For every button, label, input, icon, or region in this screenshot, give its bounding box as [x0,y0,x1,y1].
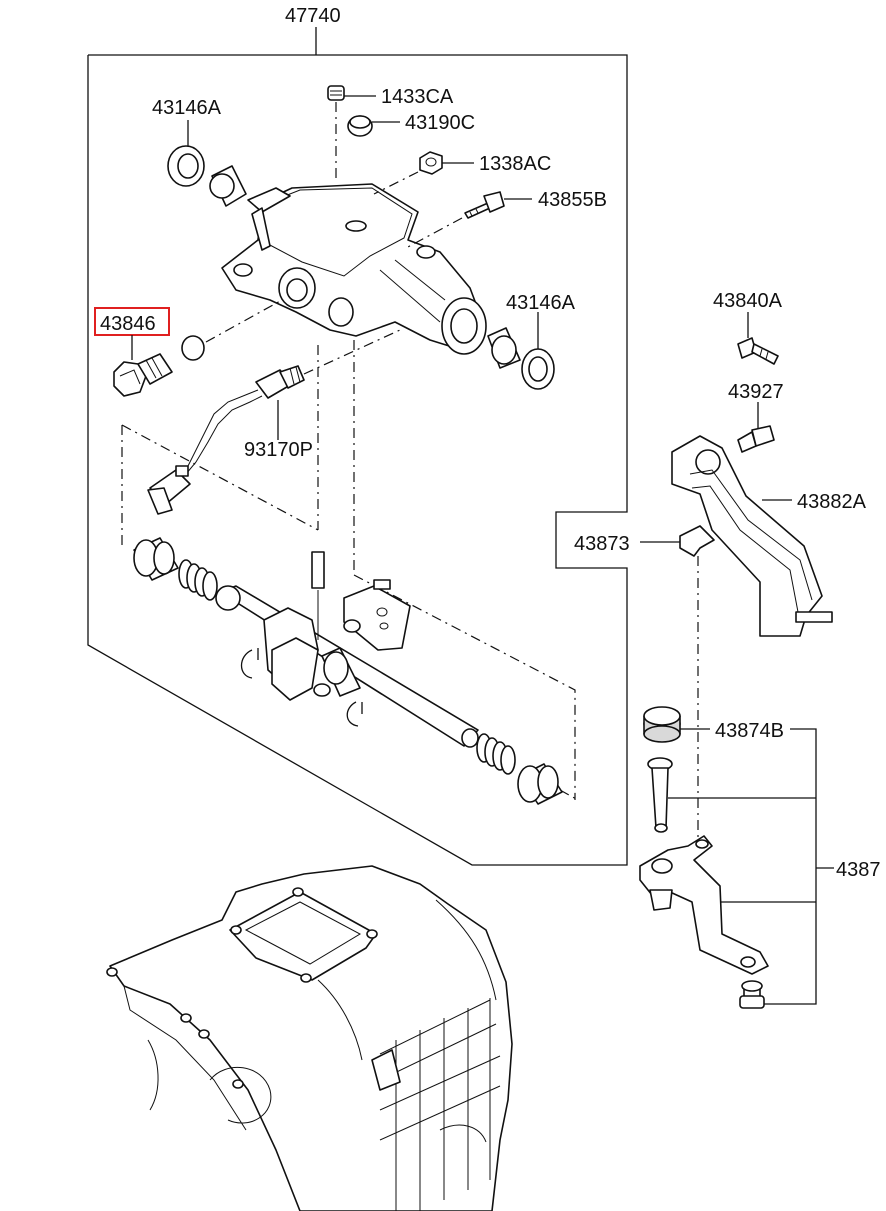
label-43873: 43873 [574,533,630,555]
plug-1433CA [327,85,376,182]
seal-right [487,312,555,390]
bolt-43840A [737,312,779,365]
label-43146A-left: 43146A [152,97,222,119]
nut-1338AC [373,151,474,195]
cap-43190C [347,115,400,137]
label-43846[interactable]: 43846 [100,313,156,335]
label-43874B: 43874B [715,720,784,742]
shift-shaft-assembly [121,340,579,805]
bushing-43874B [643,706,710,743]
label-43840A: 43840A [713,290,783,312]
sensor-43846[interactable] [113,335,173,397]
bolt-43927 [737,402,775,453]
switch-93170P [147,329,401,515]
assembly-outline [87,27,628,866]
label-1338AC: 1338AC [479,153,551,175]
lever-bracket-43882A [671,435,833,637]
label-43190C: 43190C [405,112,475,134]
label-1433CA: 1433CA [381,86,454,108]
o-ring [181,299,283,361]
lever-assembly-4387 [639,728,834,1009]
label-43882A: 43882A [797,491,867,513]
clip-43873 [640,525,715,838]
label-43855B: 43855B [538,189,607,211]
control-housing [221,183,487,355]
seal-left [167,120,247,207]
label-4387: 4387 [836,859,881,881]
label-43927: 43927 [728,381,784,403]
label-47740: 47740 [285,5,341,27]
label-93170P: 93170P [244,439,313,461]
label-43146A-right: 43146A [506,292,576,314]
transmission-case [106,865,513,1211]
bolt-43855B [405,191,532,249]
